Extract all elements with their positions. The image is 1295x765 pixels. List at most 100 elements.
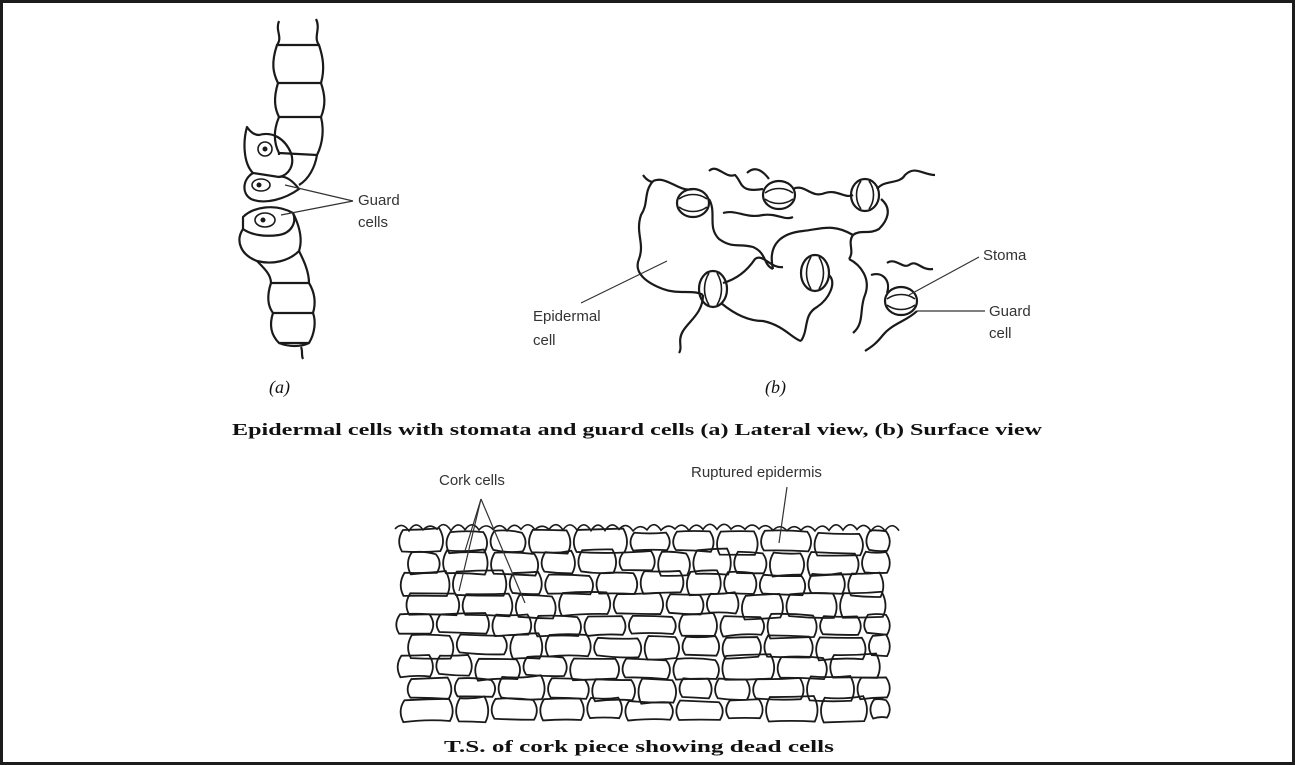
cork-cell	[492, 698, 537, 720]
lateral-view-drawing	[239, 19, 353, 359]
upper-cell-4	[279, 153, 317, 185]
epidermal-wall-11	[849, 259, 888, 333]
cork-cell	[542, 551, 575, 574]
epidermal-wall-1	[638, 181, 703, 295]
cork-cell	[630, 533, 669, 551]
guard-cells-leader-2	[281, 201, 353, 215]
cork-cell	[596, 573, 637, 594]
cork-cell	[683, 636, 720, 656]
epidermal-wall-15	[723, 212, 793, 218]
nucleolus-2	[257, 183, 262, 188]
cork-cell	[559, 592, 610, 616]
guard-cells-label-line2: cells	[358, 214, 388, 231]
lower-cell-1	[257, 251, 309, 283]
guard-cell-lower-2	[239, 213, 300, 263]
cork-cell	[645, 636, 679, 660]
cork-cell	[408, 552, 440, 575]
lower-cell-4	[279, 343, 309, 359]
epidermal-wall-12	[887, 261, 933, 269]
guard-cell-upper-1	[245, 127, 293, 177]
cork-cell	[614, 593, 663, 614]
cork-cells-leader-1	[459, 499, 481, 591]
cork-cell	[820, 616, 861, 635]
cork-cell	[707, 592, 739, 613]
stoma-1	[677, 189, 709, 217]
stoma-label: Stoma	[983, 247, 1027, 264]
cork-cell	[726, 699, 762, 718]
cork-cell	[866, 530, 889, 551]
cork-cell	[680, 678, 712, 698]
filament-tip-top	[277, 21, 279, 45]
cork-cell	[869, 634, 890, 656]
cork-cell	[540, 698, 583, 720]
ruptured-epidermis-layer	[395, 524, 899, 531]
cork-cell	[742, 594, 783, 620]
cork-cell	[546, 634, 591, 656]
stoma-5	[801, 255, 829, 291]
guard-cells-label-line1: Guard	[358, 192, 400, 209]
cork-cell	[594, 638, 641, 658]
epidermal-wall-14	[721, 303, 801, 341]
epidermal-wall-5	[877, 171, 935, 189]
stoma-leader	[909, 257, 979, 295]
cork-cell	[870, 699, 889, 718]
cork-cell	[638, 679, 676, 704]
epidermal-wall-13	[865, 311, 917, 351]
cork-cell	[455, 678, 495, 697]
cork-cell	[548, 678, 589, 699]
cork-cell	[456, 697, 488, 723]
cork-cell	[676, 701, 722, 720]
cork-cell	[679, 613, 717, 636]
cork-cell	[399, 528, 443, 552]
cork-cell	[770, 553, 804, 577]
cork-cell	[629, 616, 676, 634]
epidermal-wall-6	[849, 199, 888, 259]
stoma-2	[763, 181, 795, 209]
cork-cell	[625, 701, 672, 721]
upper-cell-1	[273, 45, 323, 83]
cork-cell	[401, 571, 450, 596]
guard-cell-lower-1	[243, 207, 294, 236]
cork-cell	[830, 653, 880, 677]
guard-cells-leader-1	[285, 185, 353, 201]
ruptured-epidermis-leader	[779, 487, 787, 543]
cork-cells-label: Cork cells	[439, 472, 505, 489]
cork-cells-leader-3	[465, 499, 481, 551]
epidermal-wall-8	[679, 295, 703, 353]
cork-cell	[623, 658, 670, 679]
cork-cell	[641, 571, 684, 594]
stoma-6	[885, 287, 917, 315]
upper-cell-3	[275, 117, 323, 155]
cork-cell-grid	[395, 524, 899, 722]
cork-cell	[620, 551, 655, 570]
cork-cell	[584, 616, 625, 636]
stoma-3	[851, 179, 879, 211]
filament-tip-top-right	[316, 19, 319, 45]
lower-cell-3	[271, 313, 315, 343]
ruptured-epidermis-label: Ruptured epidermis	[691, 464, 822, 481]
epidermal-cell-label-line1: Epidermal	[533, 308, 601, 325]
cork-cell	[724, 572, 756, 594]
guard-cell-label-line2: cell	[989, 325, 1012, 342]
epidermal-wall-3	[709, 169, 853, 196]
cork-cell	[760, 575, 805, 595]
surface-view-drawing	[581, 169, 985, 353]
cork-cell	[862, 552, 890, 573]
nucleolus-3	[261, 218, 266, 223]
guard-cell-label-line1: Guard	[989, 303, 1031, 320]
cork-cell	[570, 658, 619, 680]
cork-cell	[524, 656, 567, 676]
epidermal-wall-7	[772, 228, 853, 269]
figure-canvas: Guard cells (a)	[3, 3, 1292, 762]
cork-cell	[401, 699, 453, 722]
cork-cell	[437, 613, 489, 634]
epidermal-wall-16	[643, 175, 653, 182]
epidermal-wall-2	[653, 180, 773, 269]
lower-cell-2	[268, 283, 314, 313]
stoma-4	[699, 271, 727, 307]
cork-cell	[396, 614, 433, 634]
top-figure-caption: Epidermal cells with stomata and guard c…	[232, 420, 1042, 439]
epidermal-wall-9	[723, 258, 783, 283]
epidermal-wall-4	[747, 169, 769, 179]
